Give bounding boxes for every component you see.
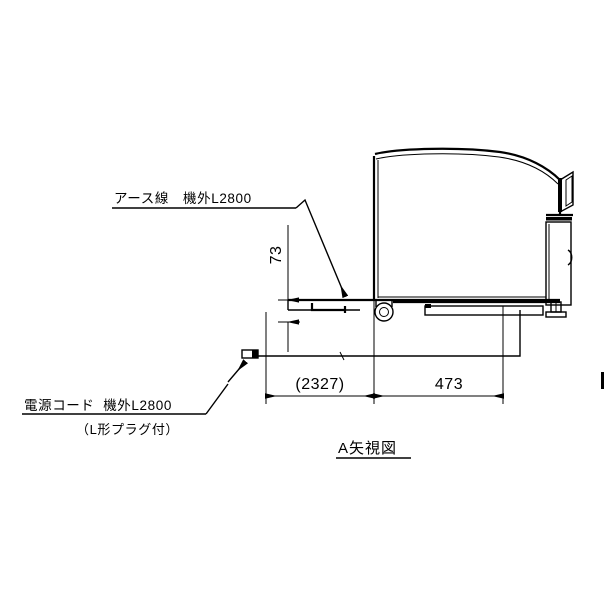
power-cord-label-line2: （L形プラグ付） [76, 422, 179, 437]
dim2327-value: (2327) [295, 376, 344, 393]
dimension-chain-horizontal: (2327) 473 [265, 300, 504, 404]
ground-terminal-bracket [310, 303, 345, 312]
caster-wheel [374, 300, 394, 322]
control-box-panel [565, 175, 573, 207]
view-caption-group: A矢視図 [336, 440, 411, 459]
control-box-edge-shadow [558, 178, 562, 212]
ground-wire-label-text: アース線 機外L2800 [114, 191, 252, 206]
ground-wire-leader-line [295, 198, 349, 299]
l-plug [241, 349, 259, 359]
cabinet-top-curve-inner [375, 153, 559, 185]
dimension-73: 73 [268, 225, 300, 352]
base-and-floor [287, 298, 604, 389]
dim473-value: 473 [435, 376, 463, 393]
power-cord-label-line1: 電源コード 機外L2800 [24, 398, 172, 413]
ground-wire-callout [112, 198, 349, 299]
power-cord-leader-line [227, 359, 249, 383]
caster-tyre [374, 302, 394, 322]
power-cord-tick [339, 351, 345, 361]
cabinet-top-curve [374, 147, 561, 181]
lower-rail [424, 304, 544, 316]
power-cord-assembly [22, 310, 521, 415]
lower-rail-body [424, 305, 544, 316]
dim73-value: 73 [268, 246, 285, 265]
l-plug-pin-shadow [252, 350, 258, 358]
leveling-foot-pad [545, 311, 567, 318]
sheet-right-edge-tick [601, 372, 604, 389]
leveling-foot [545, 301, 567, 318]
panel-knob-icon [567, 249, 573, 266]
machine-cabinet [372, 147, 574, 306]
power-cord-label-kink [205, 383, 229, 415]
lower-rail-left-tab [425, 304, 431, 308]
view-caption-text: A矢視図 [338, 440, 397, 457]
right-side-panel [545, 221, 572, 306]
cabinet-shoulder-band [546, 217, 572, 221]
power-cord-line [256, 310, 521, 357]
caster-hub [379, 307, 389, 317]
